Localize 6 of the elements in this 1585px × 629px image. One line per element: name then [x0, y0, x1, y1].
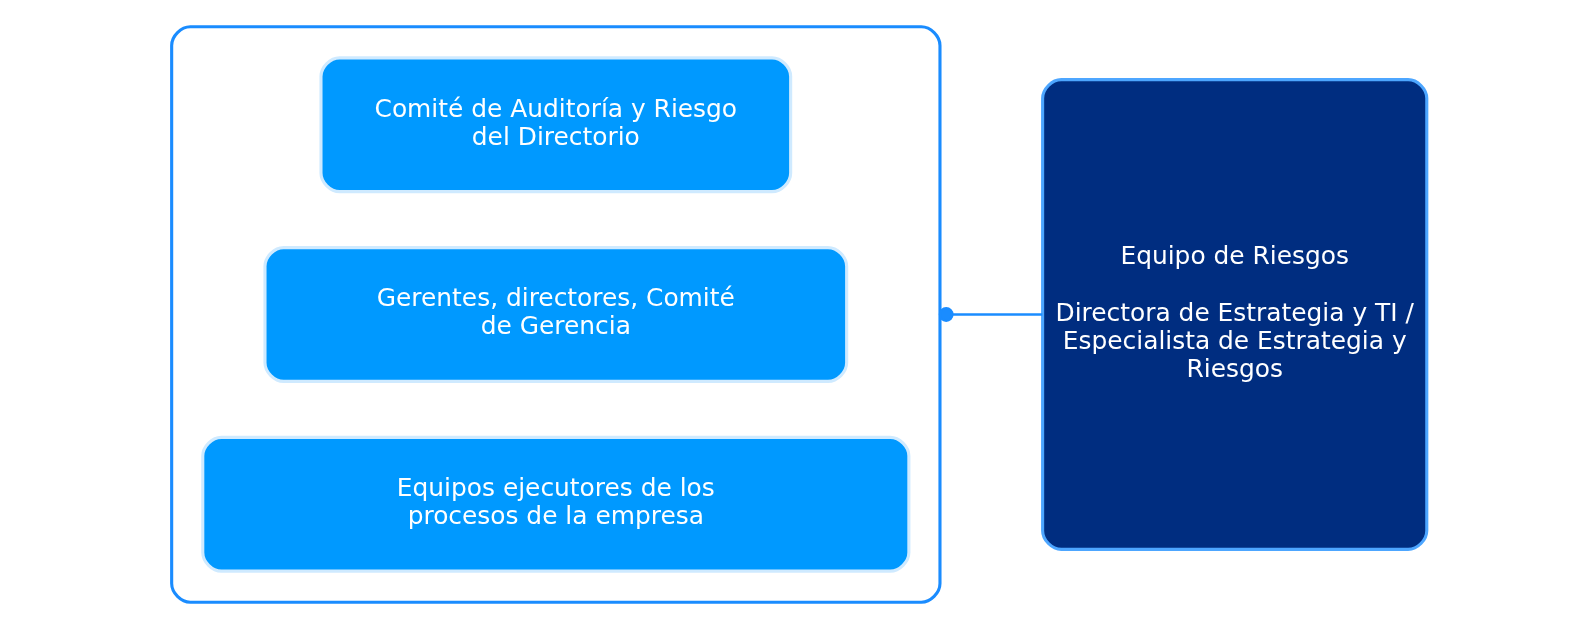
node-box: Comité de Auditoría y Riesgo del Directorio [318, 56, 792, 194]
node-box: Equipo de Riesgos Directora de Estrategia y TI / Especialista de Estrategia y Riesgos [1040, 78, 1428, 551]
node-box: Equipos ejecutores de los procesos de la empresa [200, 435, 910, 573]
connector [938, 307, 1042, 322]
node-box: Gerentes, directores, Comité de Gerencia [262, 246, 848, 383]
cluster [169, 25, 942, 604]
